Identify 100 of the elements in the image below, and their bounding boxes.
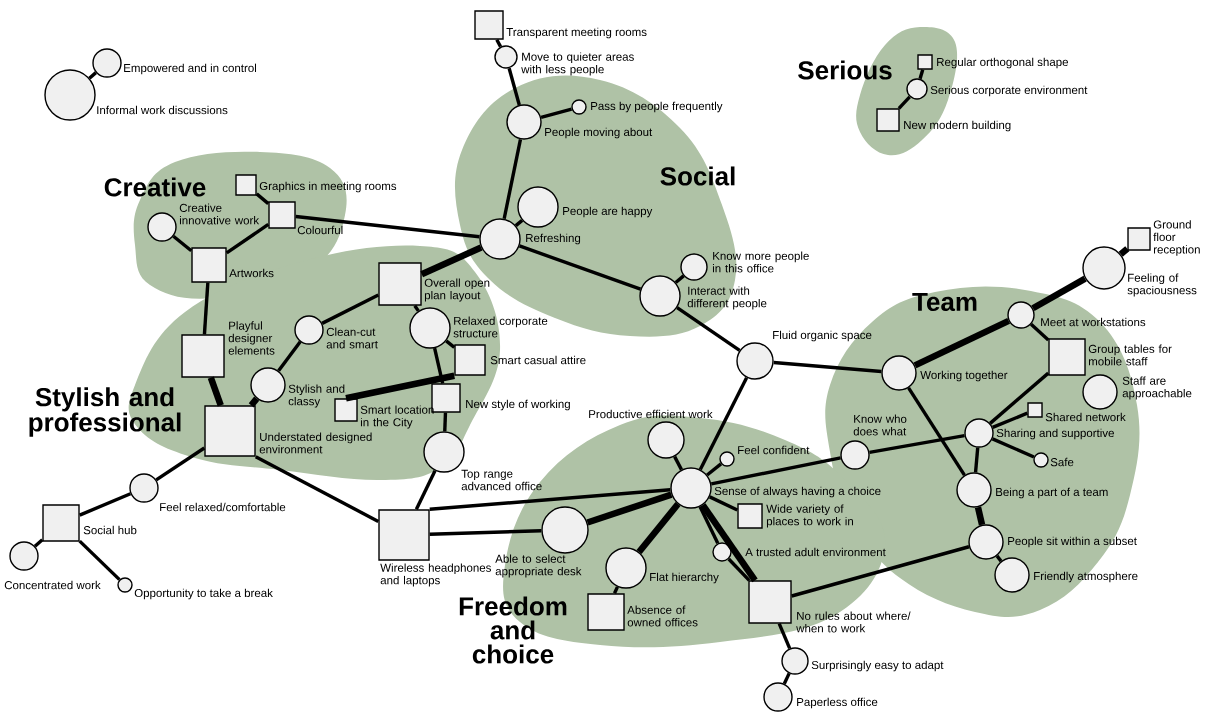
connector-line	[321, 293, 380, 325]
circle-node	[680, 253, 708, 281]
node-label: Group tables for mobile staff	[1088, 344, 1172, 366]
connector-line	[518, 244, 642, 291]
connector-line	[791, 545, 970, 598]
node-label: Overall open plan layout	[424, 278, 490, 302]
circle-node	[409, 307, 451, 349]
connector-line	[991, 411, 1028, 429]
square-node	[1027, 402, 1043, 418]
connector-line	[727, 557, 751, 582]
square-node	[204, 405, 256, 457]
circle-node	[571, 99, 587, 115]
connector-line	[445, 339, 456, 349]
connector-line	[913, 317, 1011, 369]
connector-line	[708, 495, 739, 512]
circle-node	[906, 78, 928, 100]
circle-node	[956, 472, 992, 508]
connector-line	[676, 306, 741, 352]
connector-line	[443, 412, 448, 432]
connector-line	[974, 506, 986, 526]
circle-node	[44, 69, 96, 121]
node-label: Wireless headphones and laptops	[380, 563, 491, 587]
circle-node	[968, 524, 1004, 560]
node-label: No rules about where/ when to work	[796, 611, 911, 633]
circle-node	[840, 440, 870, 470]
square-node	[378, 262, 422, 306]
square-node	[1127, 227, 1151, 251]
circle-node	[117, 577, 133, 593]
circle-node	[719, 451, 735, 467]
node-label: Colourful	[297, 225, 343, 235]
connector-line	[995, 554, 1003, 563]
node-label: Productive efficient work	[589, 409, 713, 419]
node-label: A trusted adult environment	[745, 547, 886, 557]
node-label: choice	[472, 644, 554, 664]
circle-node	[494, 45, 518, 69]
connector-line	[277, 340, 302, 372]
connector-line	[698, 505, 720, 545]
node-label: Able to select appropriate desk	[495, 554, 582, 578]
node-label: New modern building	[904, 120, 1011, 132]
node-label: Flat hierarchy	[650, 572, 719, 584]
square-node	[748, 580, 792, 624]
node-label: Friendly atmosphere	[1034, 571, 1138, 583]
node-label: Top range advanced office	[461, 469, 542, 491]
connector-line	[700, 503, 758, 583]
node-label: Sharing and supportive	[996, 428, 1114, 440]
connector-line	[207, 376, 224, 407]
node-label: Empowered and in control	[124, 63, 256, 75]
circle-node	[129, 473, 159, 503]
node-label: People moving about	[545, 127, 653, 139]
circle-node	[294, 315, 324, 345]
node-label: Feel confident	[738, 445, 810, 455]
connector-line	[897, 95, 911, 110]
connector-line	[172, 234, 193, 252]
connector-line	[255, 192, 270, 205]
square-node	[235, 174, 257, 196]
connector-line	[991, 437, 1035, 459]
circle-node	[605, 547, 647, 589]
connector-line	[78, 539, 121, 581]
node-label: Know who does what	[853, 414, 907, 436]
node-label: Fluid organic space	[773, 330, 872, 342]
square-node	[737, 503, 763, 529]
connector-line	[429, 488, 671, 511]
node-label: Opportunity to take a break	[134, 588, 273, 600]
square-node	[378, 509, 430, 561]
circle-node	[1007, 301, 1035, 329]
circle-node	[639, 275, 681, 317]
connector-line	[674, 274, 685, 284]
circle-node	[736, 342, 774, 380]
node-label: Move to quieter areas with less people	[521, 52, 634, 76]
node-label: Ground floor reception	[1153, 220, 1200, 256]
square-node	[474, 10, 504, 40]
circle-node	[1082, 246, 1126, 290]
node-label: Informal work discussions	[97, 105, 228, 115]
connector-line	[413, 304, 420, 312]
node-label: Working together	[920, 370, 1008, 382]
circle-node	[9, 541, 39, 571]
circle-node	[647, 421, 685, 459]
connector-line	[495, 38, 502, 48]
node-label: People sit within a subset	[1008, 536, 1137, 548]
square-node	[42, 504, 80, 542]
connector-line	[973, 447, 980, 473]
node-label: Regular orthogonal shape	[937, 57, 1068, 69]
connector-line	[88, 71, 97, 80]
node-label: Shared network	[1045, 412, 1126, 422]
connector-line	[773, 360, 882, 374]
connector-line	[79, 492, 132, 517]
node-label: Pass by people frequently	[591, 101, 723, 113]
circle-node	[250, 367, 286, 403]
connector-line	[225, 223, 270, 255]
circle-node	[1082, 374, 1118, 410]
node-label: New style of working	[466, 399, 570, 411]
node-label: Refreshing	[526, 233, 581, 245]
connector-line	[710, 456, 841, 486]
circle-node	[781, 647, 809, 675]
connector-line	[514, 219, 524, 227]
connector-line	[155, 446, 206, 482]
circle-node	[763, 682, 793, 712]
square-node	[587, 593, 625, 631]
square-node	[917, 54, 933, 70]
connector-line	[782, 672, 791, 685]
